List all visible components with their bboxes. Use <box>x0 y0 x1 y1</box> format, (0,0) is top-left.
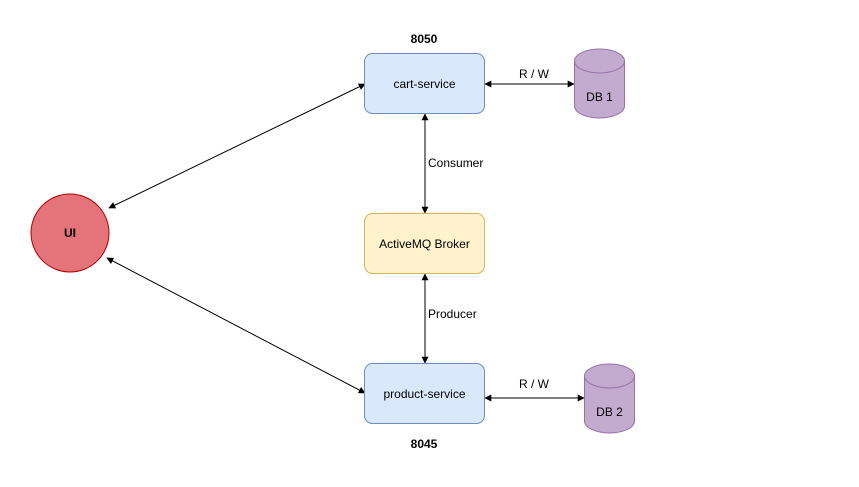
db2-label: DB 2 <box>596 405 623 419</box>
product-service-node[interactable]: product-service <box>364 363 485 424</box>
cart-service-shape <box>364 53 485 114</box>
edge-label-consumer: Consumer <box>428 156 483 170</box>
edge-label-cart-db1: R / W <box>519 67 550 81</box>
product-service-port: 8045 <box>411 437 438 451</box>
db2-top <box>584 363 635 389</box>
broker-node[interactable]: ActiveMQ Broker <box>364 213 485 274</box>
db1-top <box>574 48 625 74</box>
db2-node[interactable]: DB 2 <box>584 363 635 434</box>
edge-ui-product <box>106 257 366 394</box>
cart-service-label: cart-service <box>393 77 455 91</box>
edge-ui-cart <box>108 83 366 209</box>
ui-node-label: UI <box>64 226 76 240</box>
db2-body <box>584 376 635 434</box>
db1-body <box>574 61 625 119</box>
ui-node-shape <box>30 193 110 273</box>
broker-shape <box>364 213 485 274</box>
cart-service-port: 8050 <box>411 32 438 46</box>
db1-node[interactable]: DB 1 <box>574 48 625 119</box>
product-service-label: product-service <box>383 387 465 401</box>
db1-label: DB 1 <box>586 90 613 104</box>
cart-service-node[interactable]: cart-service <box>364 53 485 114</box>
product-service-shape <box>364 363 485 424</box>
edge-label-producer: Producer <box>428 307 477 321</box>
ui-node[interactable]: UI <box>30 193 110 273</box>
broker-label: ActiveMQ Broker <box>379 237 470 251</box>
edge-label-product-db2: R / W <box>519 377 550 391</box>
